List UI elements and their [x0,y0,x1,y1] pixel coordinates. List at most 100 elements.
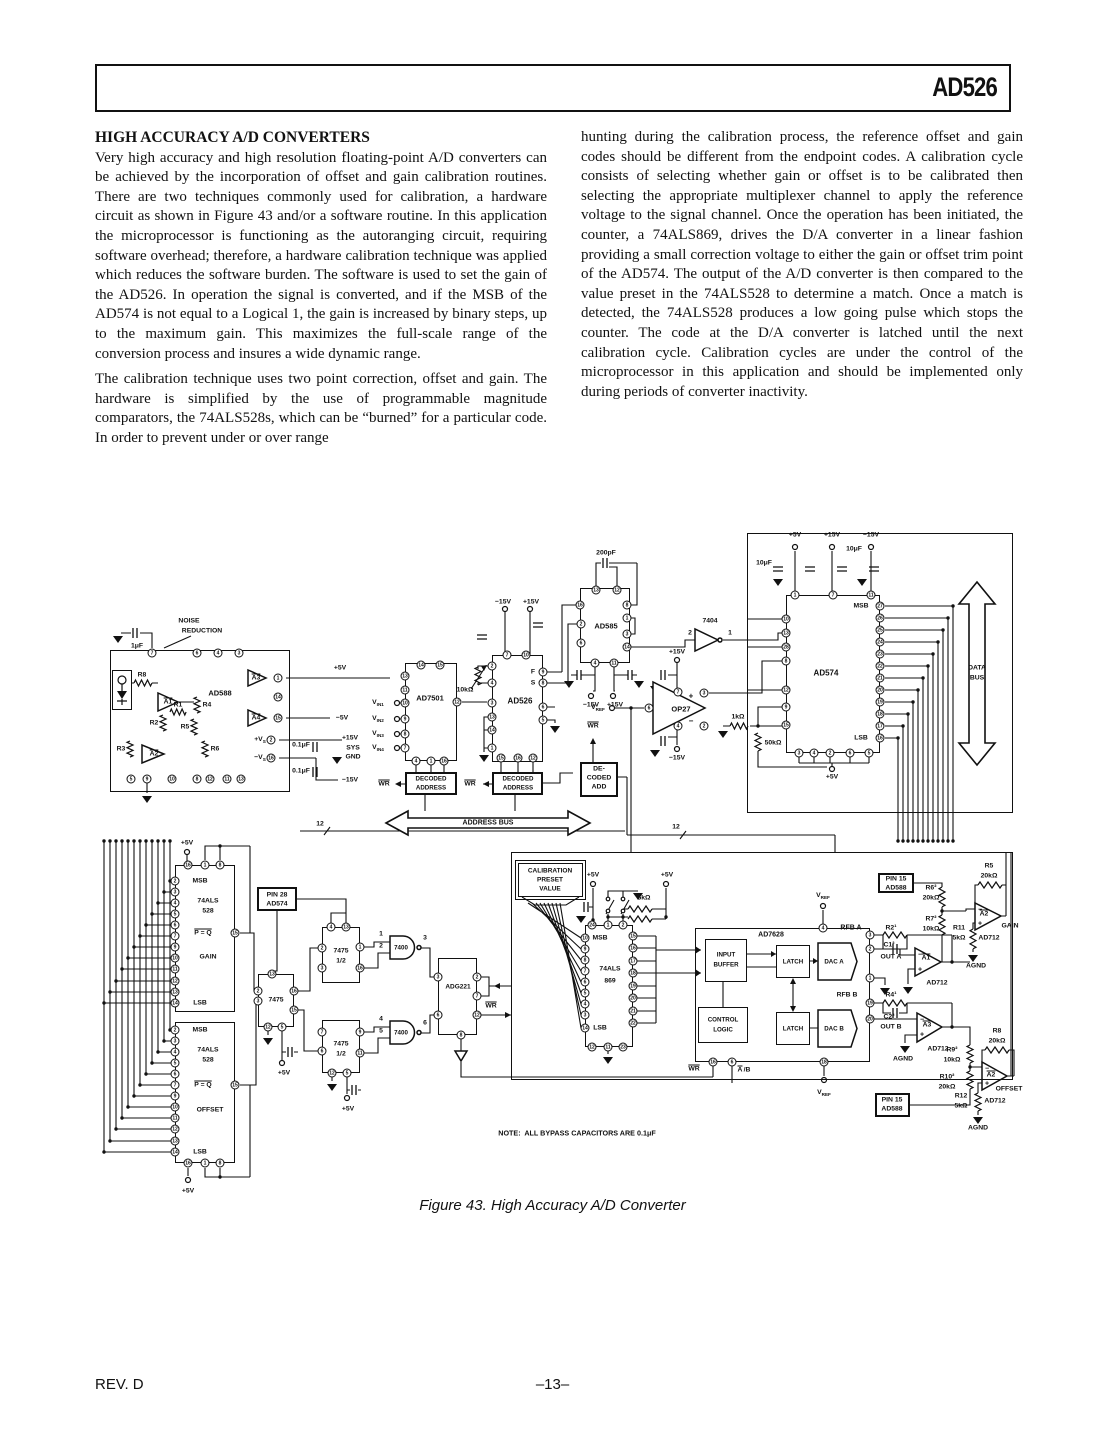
schematic-label: AD526 [507,696,533,706]
body-paragraph: hunting during the calibration process, … [581,129,1023,400]
body-paragraph: The calibration technique uses two point… [95,371,547,446]
pin-number: 3 [170,887,180,897]
schematic-label: ADD [591,783,607,791]
schematic-label: 12 [316,820,324,828]
ic-box [695,928,870,1062]
pin-number: 3 [580,1010,590,1020]
pin-number: 13 [341,922,351,932]
schematic-label: A2 [149,750,159,758]
pin-number: 3 [622,629,632,639]
left-column: HIGH ACCURACY A/D CONVERTERS Very high a… [95,128,547,449]
schematic-label: 7404 [702,617,718,625]
pin-number: 19 [865,998,875,1008]
pin-number: 2 [576,619,586,629]
schematic-label: 0.1μF [292,741,310,749]
ic-box [878,873,914,893]
ic-box [112,670,132,710]
schematic-label: ADDRESS [502,784,534,792]
pin-number: 19 [875,697,885,707]
pin-number: 9 [142,774,152,784]
pin-number: 4 [487,678,497,688]
schematic-label: S [530,679,536,687]
schematic-label: MSB [192,877,208,885]
schematic-label: 5kΩ [637,894,651,902]
pin-number: 18 [819,1057,829,1067]
footer-revision: REV. D [95,1376,144,1393]
schematic-label: +15V [823,531,841,539]
schematic-label: + [688,691,694,701]
schematic-label: /B [743,1066,751,1074]
schematic-label: 1 [379,930,383,938]
ic-box [585,925,633,1047]
pin-number: 8 [580,955,590,965]
pin-number: 15 [230,1080,240,1090]
schematic-label: −15V [862,531,880,539]
pin-number: 6 [580,977,590,987]
pin-number: 9 [170,942,180,952]
schematic-label: − [984,1065,990,1073]
schematic-label: GAIN [199,953,217,961]
pin-number: 4 [213,648,223,658]
schematic-label: C1² [883,941,895,949]
pin-number: 7 [147,648,157,658]
schematic-label: CONTROL [707,1016,739,1024]
pin-number: 23 [618,1042,628,1052]
schematic-label: OFFSET [995,1085,1023,1093]
schematic-label: P = Q [194,929,212,937]
schematic-label: +5V [788,531,802,539]
schematic-label: + [977,920,983,928]
schematic-label: BUFFER [713,961,739,969]
schematic-label: AGND [892,1055,914,1063]
pin-number: 16 [708,1057,718,1067]
schematic-label: + [984,1080,990,1088]
pin-number: 2 [472,972,482,982]
pin-number: 4 [673,721,683,731]
schematic-label: −15V [341,776,359,784]
schematic-label: +5V [277,1069,291,1077]
pin-number: 5 [170,1058,180,1068]
pin-number: 18 [628,968,638,978]
pin-number: 6 [845,748,855,758]
pin-number: 13 [267,969,277,979]
schematic-label: DATA [968,664,986,672]
pin-number: 17 [875,721,885,731]
pin-number: 9 [580,944,590,954]
pin-number: 4 [809,748,819,758]
pin-number: 23 [875,649,885,659]
pin-number: 25 [875,625,885,635]
schematic-label: R4 [202,701,212,709]
schematic-label: 7400 [394,1029,408,1037]
ic-box [511,852,1013,1080]
schematic-label: AD712 [984,1097,1006,1105]
pin-number: 4 [818,923,828,933]
pin-number: 12 [781,685,791,695]
pin-number: 1 [426,756,436,766]
schematic-label: P = Q [194,1081,212,1089]
schematic-label: REDUCTION [181,627,223,635]
schematic-label: LSB [193,1148,207,1156]
schematic-label: MSB [192,1026,208,1034]
schematic-label: A2 [979,910,989,918]
pin-number: 15 [289,1005,299,1015]
pin-number: 6 [170,920,180,930]
pin-number: 4 [580,999,590,1009]
pin-number: 3 [253,996,263,1006]
schematic-label: −15V [668,754,686,762]
schematic-label: R9² [946,1046,958,1054]
schematic-label: DAC B [824,1025,844,1033]
schematic-label: VIN1 [372,698,384,708]
pin-number: 6 [433,1010,443,1020]
ic-box [580,762,618,797]
pin-number: 8 [215,1158,225,1168]
pin-number: 11 [222,774,232,784]
schematic-label: 1 [728,629,732,637]
schematic-label: LATCH [782,1025,804,1033]
pin-number: 11 [866,590,876,600]
pin-number: 2 [699,721,709,731]
schematic-label: +5V [660,871,674,879]
pin-number: 5 [342,1068,352,1078]
schematic-label: 74ALS [197,1046,219,1054]
pin-number: 1 [603,920,613,930]
schematic-label: INPUT [716,951,736,959]
schematic-label: AD588 [208,688,232,698]
